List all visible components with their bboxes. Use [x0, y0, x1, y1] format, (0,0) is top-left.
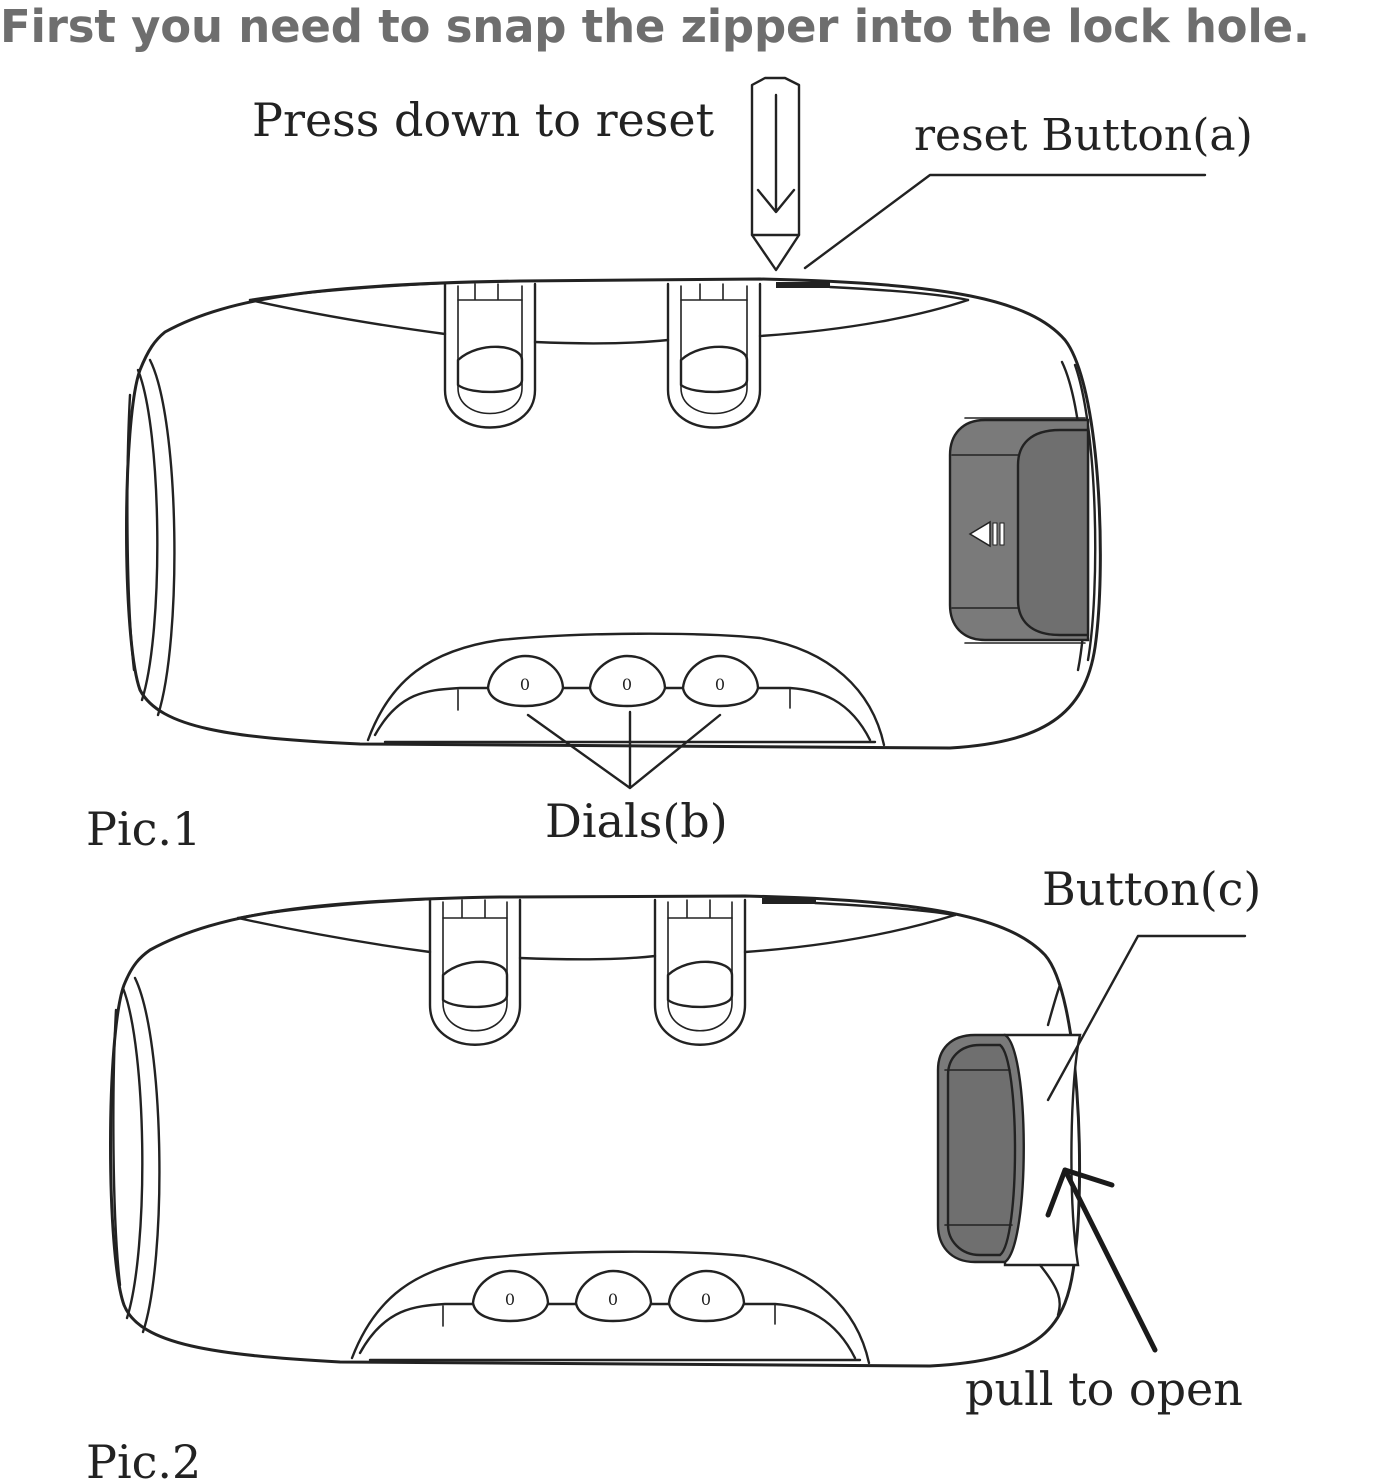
- slide-button-2: [936, 1033, 1025, 1264]
- pencil-icon: [750, 76, 801, 272]
- reset-button-label: reset Button(a): [914, 110, 1253, 161]
- pic1-label: Pic.1: [86, 802, 201, 856]
- dials-label: Dials(b): [545, 794, 728, 848]
- pic2-label: Pic.2: [86, 1435, 201, 1484]
- lock-pic2: 0 0 0: [109, 894, 1247, 1368]
- zipper-slot-left-2: [428, 898, 522, 1046]
- button-c-label: Button(c): [1042, 862, 1261, 916]
- dial-1-1: [486, 654, 565, 708]
- lock-pic1: 0 0 0: [125, 76, 1207, 790]
- dial-digit-1-2: 0: [622, 675, 632, 694]
- dials-1: 0 0 0: [486, 654, 760, 708]
- dial-digit-1-1: 0: [520, 675, 530, 694]
- dials-pointer-lines: [526, 710, 722, 790]
- dial-1-2: [588, 654, 667, 708]
- dial-digit-2-3: 0: [701, 1290, 711, 1309]
- zipper-slot-right-1: [666, 282, 762, 429]
- pull-arrow-icon: [1045, 1167, 1158, 1353]
- dial-digit-2-2: 0: [608, 1290, 618, 1309]
- dial-2-1: [471, 1269, 550, 1323]
- dial-digit-2-1: 0: [505, 1290, 515, 1309]
- dial-2-2: [574, 1269, 653, 1323]
- lock-body-2: [109, 894, 1082, 1368]
- slide-button-1: [948, 417, 1090, 644]
- instruction-heading: First you need to snap the zipper into t…: [0, 0, 1310, 53]
- dial-1-3: [681, 654, 760, 708]
- reset-button-slot: [776, 282, 830, 288]
- press-down-label: Press down to reset: [252, 93, 715, 147]
- dial-2-3: [667, 1269, 746, 1323]
- pull-to-open-label: pull to open: [965, 1362, 1243, 1416]
- button-c-leader-line: [1046, 934, 1247, 1102]
- dials-2: 0 0 0: [471, 1269, 746, 1323]
- zipper-slot-right-2: [653, 898, 747, 1046]
- dial-digit-1-3: 0: [715, 675, 725, 694]
- zipper-slot-left-1: [443, 282, 537, 429]
- reset-leader-line: [803, 173, 1207, 270]
